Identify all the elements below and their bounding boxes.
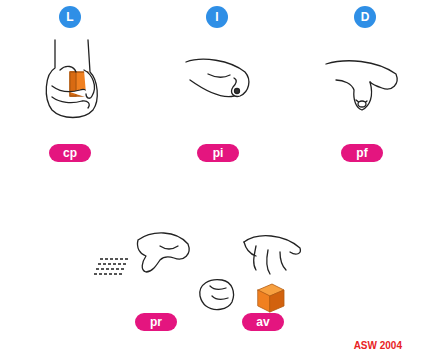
circle-fill: [354, 6, 376, 28]
credit-watermark: ASW 2004: [354, 341, 402, 351]
grip-code-pill: cp: [49, 144, 91, 162]
category-circle: I: [206, 6, 228, 28]
pill-fill: [197, 144, 239, 162]
grip-code-pill: av: [242, 313, 284, 331]
pill-fill: [341, 144, 383, 162]
circle-fill: [206, 6, 228, 28]
grip-code-pill: pi: [197, 144, 239, 162]
press-hand: [137, 233, 189, 272]
orange-cube: [258, 284, 284, 312]
grip-code: pi: [213, 147, 224, 159]
keypad-dots: [94, 258, 128, 275]
small-fist: [200, 280, 234, 310]
grip-code-pill: pf: [341, 144, 383, 162]
grip-code-pill: pr: [135, 313, 177, 331]
pad-pinch-hand: [326, 61, 397, 110]
category-letter: I: [215, 11, 218, 23]
grip-code: pr: [150, 316, 162, 328]
grip-code: av: [256, 316, 269, 328]
category-circle: D: [354, 6, 376, 28]
tip-pinch-hand: [186, 59, 249, 96]
grip-code: cp: [63, 147, 77, 159]
circle-fill: [59, 6, 81, 28]
grip-code: pf: [356, 147, 367, 159]
pill-fill: [242, 313, 284, 331]
pill-fill: [135, 313, 177, 331]
pill-fill: [49, 144, 91, 162]
category-letter: L: [66, 11, 73, 23]
power-grip-hand: [46, 40, 97, 118]
category-circle: L: [59, 6, 81, 28]
reach-hand: [244, 236, 300, 274]
category-letter: D: [361, 11, 370, 23]
